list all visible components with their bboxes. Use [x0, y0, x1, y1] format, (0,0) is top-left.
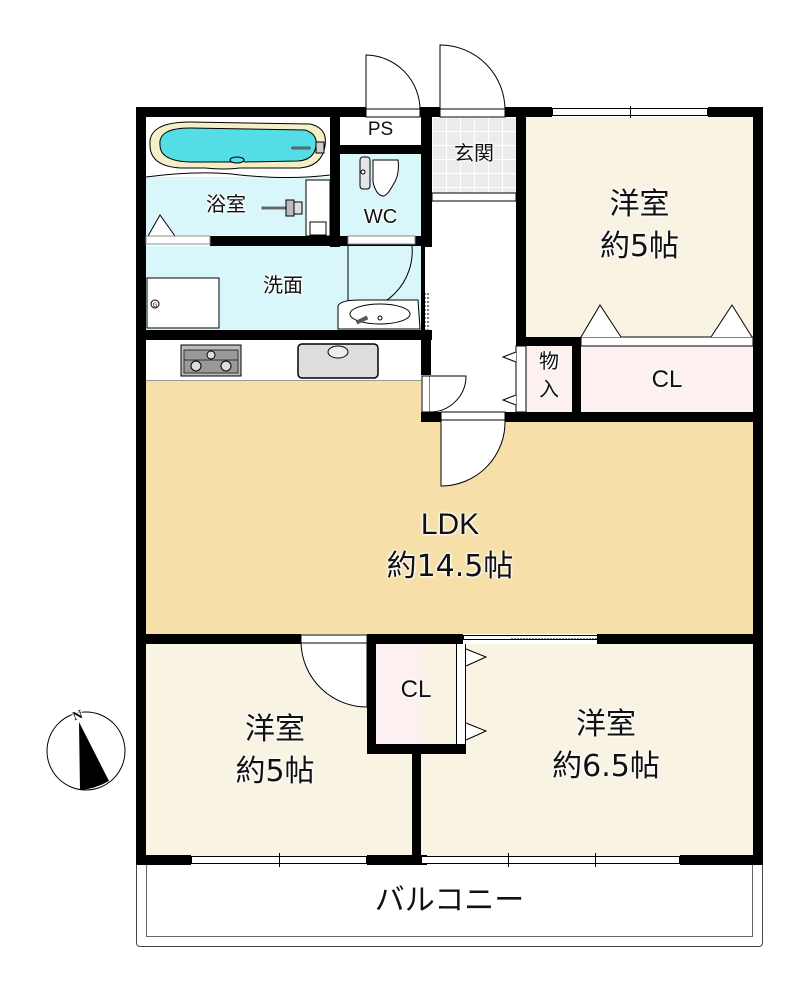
wall-ps-bottom — [340, 145, 422, 154]
entrance-door-icon[interactable] — [439, 44, 506, 118]
wc-label: WC — [363, 206, 398, 228]
bathtub-icon — [149, 121, 326, 170]
storage-door-icon[interactable] — [501, 345, 527, 413]
wall-bath-bottom — [210, 236, 432, 246]
ldk-size: 約14.5帖 — [386, 549, 514, 584]
wall-ldk-bottom-c — [597, 634, 763, 644]
ldk-door-icon[interactable] — [440, 411, 506, 487]
outer-wall-bottom-b — [367, 855, 427, 865]
closet-door-strip — [456, 644, 466, 744]
storage-room — [526, 346, 572, 412]
wall-hall-bottom-b — [505, 412, 763, 422]
toilet-icon — [359, 156, 399, 197]
wall-closet-left — [367, 634, 376, 754]
balcony — [136, 865, 763, 947]
wall-hall-left-a — [421, 246, 425, 340]
window-se-mullion-1 — [508, 853, 509, 867]
wall-hall-left-b — [421, 340, 431, 375]
closet-mid-door-icon[interactable] — [465, 648, 488, 741]
wall-ldk-bottom-b — [367, 634, 463, 644]
pipe-space — [340, 117, 421, 145]
wall-sw-se-divider — [412, 744, 421, 865]
outer-wall-bottom-a — [136, 855, 191, 865]
wall-ne-left — [516, 107, 526, 347]
kitchen-sink-icon — [297, 343, 379, 379]
svg-text:G: G — [153, 302, 158, 309]
shower-faucet-icon — [261, 199, 303, 217]
outer-wall-bottom-c — [680, 855, 763, 865]
outer-wall-top-right-b — [708, 107, 763, 117]
entrance — [432, 117, 516, 197]
wall-ldk-bottom-a — [136, 634, 301, 644]
washroom-label: 洗面 — [263, 273, 303, 297]
outer-wall-top-right-a — [505, 107, 552, 117]
compass-north-arrow-icon — [46, 711, 126, 791]
wash-basin-icon — [337, 299, 421, 330]
ldk-name: LDK — [420, 508, 480, 541]
washing-machine-icon: G — [146, 277, 220, 329]
storage-label-line1: 物 — [539, 349, 559, 373]
window-sw-mullion — [279, 853, 280, 867]
window-se-mullion-2 — [595, 853, 596, 867]
western-room-ne — [526, 117, 753, 337]
gas-stove-icon — [180, 344, 242, 377]
ps-door-icon[interactable] — [365, 54, 421, 118]
bath-label: 浴室 — [206, 192, 246, 216]
storage-label-line2: 入 — [539, 377, 559, 401]
hall-door-upper-icon[interactable] — [421, 375, 467, 413]
wall-storage-right — [572, 337, 581, 417]
balcony-label: バルコニー — [374, 883, 525, 918]
outer-wall-right — [753, 107, 763, 865]
western-sw-size: 約5帖 — [235, 754, 315, 789]
balcony-inner-line — [146, 865, 753, 937]
wall-wc-right — [421, 107, 432, 247]
western-sw-door-icon[interactable] — [300, 634, 368, 708]
western-ne-name: 洋室 — [609, 187, 670, 222]
outer-wall-top-left — [136, 107, 366, 117]
window-ne-mullion — [630, 106, 631, 118]
outer-wall-left — [136, 107, 146, 865]
ps-label: PS — [367, 119, 394, 140]
wall-hall-bottom-a — [421, 412, 441, 422]
closet-ne-label: CL — [651, 366, 683, 393]
wall-wash-bottom — [136, 330, 432, 340]
closet-ne-door-icon[interactable] — [580, 304, 754, 347]
entrance-label: 玄関 — [454, 141, 494, 165]
western-se-size: 約6.5帖 — [552, 749, 660, 784]
western-ne-size: 約5帖 — [599, 229, 680, 264]
closet-mid-label: CL — [400, 676, 432, 703]
western-sw-name: 洋室 — [245, 712, 305, 747]
western-room-se — [421, 644, 753, 856]
wall-ne-bottom — [516, 337, 582, 346]
western-se-name: 洋室 — [576, 707, 636, 742]
wall-bath-right — [330, 107, 340, 247]
closet-ne — [581, 346, 753, 412]
window-se — [421, 856, 680, 864]
